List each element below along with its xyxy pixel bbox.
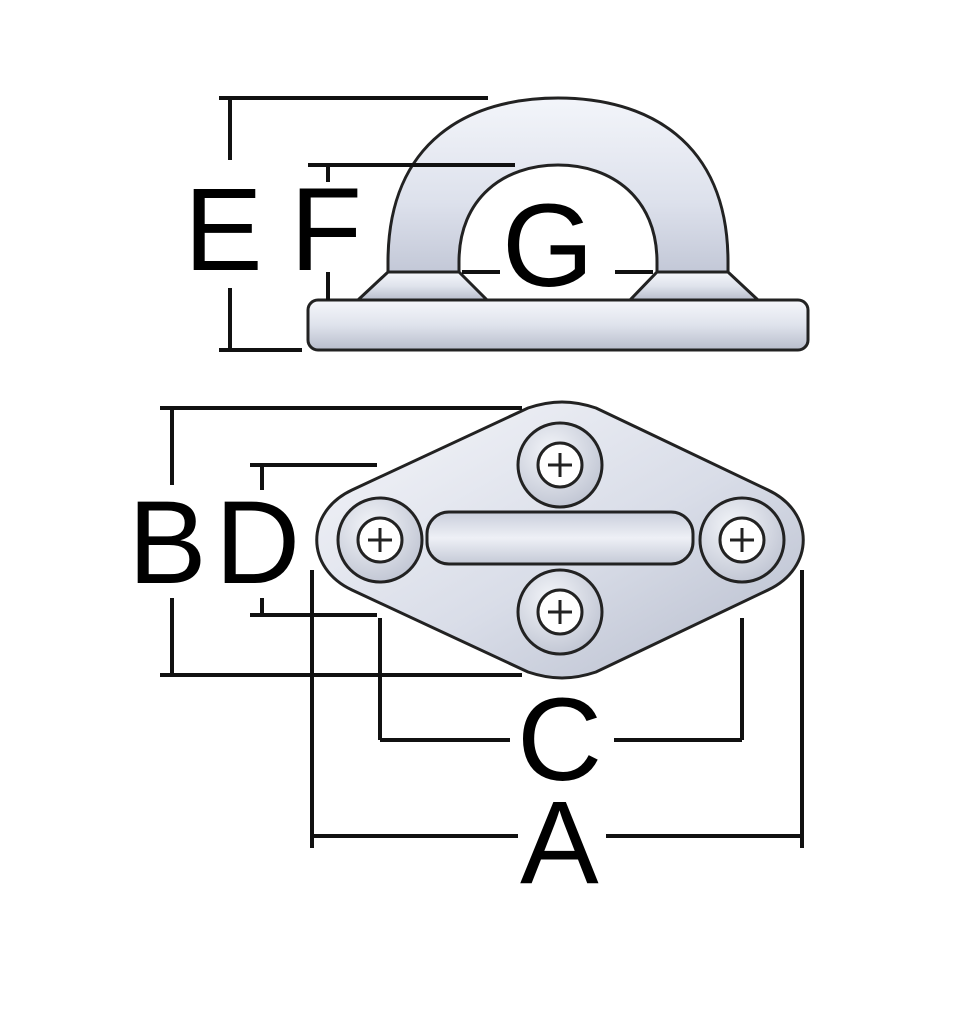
right-fillet <box>626 270 762 302</box>
dimension-g: G <box>462 180 653 312</box>
dimension-b: B <box>128 406 522 677</box>
dimension-f: F <box>290 163 515 300</box>
arch-loop <box>386 96 730 274</box>
dimension-a: A <box>310 570 804 909</box>
label-b: B <box>128 477 207 609</box>
label-f: F <box>290 164 362 296</box>
side-view <box>306 96 810 352</box>
dimension-c: C <box>378 618 744 806</box>
screw-hole-left <box>336 496 424 584</box>
label-g: G <box>502 180 594 312</box>
screw-hole-bottom <box>516 568 604 656</box>
top-view <box>315 400 805 680</box>
left-fillet <box>354 270 491 302</box>
dimension-e: E <box>184 96 488 352</box>
label-d: D <box>215 477 300 609</box>
label-a: A <box>520 777 599 909</box>
center-slot <box>425 510 695 566</box>
base-plate-side <box>306 298 810 352</box>
label-e: E <box>184 164 263 296</box>
screw-hole-right <box>698 496 786 584</box>
label-c: C <box>517 674 602 806</box>
screw-hole-top <box>516 421 604 509</box>
